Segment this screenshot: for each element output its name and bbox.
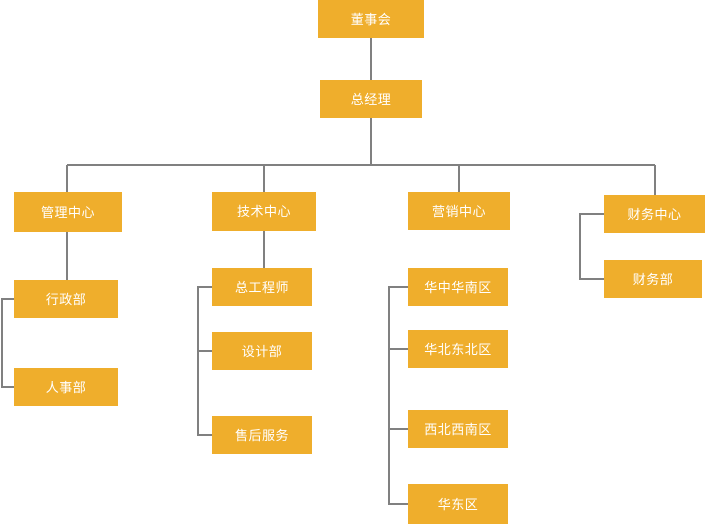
node-chief-engineer[interactable]: 总工程师 — [212, 268, 312, 306]
node-label-management-center: 管理中心 — [40, 204, 95, 220]
node-label-finance-dept: 财务部 — [632, 271, 674, 287]
node-label-hr-dept: 人事部 — [45, 379, 87, 395]
node-design-dept[interactable]: 设计部 — [212, 332, 312, 370]
node-administration-dept[interactable]: 行政部 — [14, 280, 118, 318]
edge-bracket-sales-group — [388, 286, 408, 505]
node-region-north-northeast[interactable]: 华北东北区 — [408, 330, 508, 368]
node-label-chief-engineer: 总工程师 — [234, 279, 289, 295]
node-region-northwest-southwest[interactable]: 西北西南区 — [408, 410, 508, 448]
node-region-east[interactable]: 华东区 — [408, 484, 508, 524]
node-label-region-central-south: 华中华南区 — [424, 279, 492, 295]
node-hr-dept[interactable]: 人事部 — [14, 368, 118, 406]
node-label-region-east: 华东区 — [437, 496, 479, 512]
node-region-central-south[interactable]: 华中华南区 — [408, 268, 508, 306]
node-after-sales-service[interactable]: 售后服务 — [212, 416, 312, 454]
node-label-region-northwest-southwest: 西北西南区 — [424, 421, 492, 437]
node-label-marketing-center: 营销中心 — [431, 203, 486, 219]
node-label-administration-dept: 行政部 — [45, 291, 87, 307]
node-management-center[interactable]: 管理中心 — [14, 192, 122, 232]
node-technology-center[interactable]: 技术中心 — [212, 192, 316, 231]
node-general-manager[interactable]: 总经理 — [320, 80, 422, 118]
node-finance-dept[interactable]: 财务部 — [604, 260, 702, 298]
edge-bracket-finance — [579, 213, 604, 280]
node-label-general-manager: 总经理 — [350, 91, 392, 107]
node-finance-center[interactable]: 财务中心 — [604, 195, 705, 233]
node-label-technology-center: 技术中心 — [236, 204, 291, 219]
node-label-board: 董事会 — [350, 11, 392, 27]
node-marketing-center[interactable]: 营销中心 — [408, 192, 510, 230]
edge-bracket-tech-group — [197, 286, 212, 436]
node-label-finance-center: 财务中心 — [627, 206, 682, 222]
node-label-after-sales-service: 售后服务 — [234, 427, 289, 443]
node-board[interactable]: 董事会 — [318, 0, 424, 38]
node-label-region-north-northeast: 华北东北区 — [424, 341, 492, 357]
node-label-design-dept: 设计部 — [241, 343, 283, 359]
